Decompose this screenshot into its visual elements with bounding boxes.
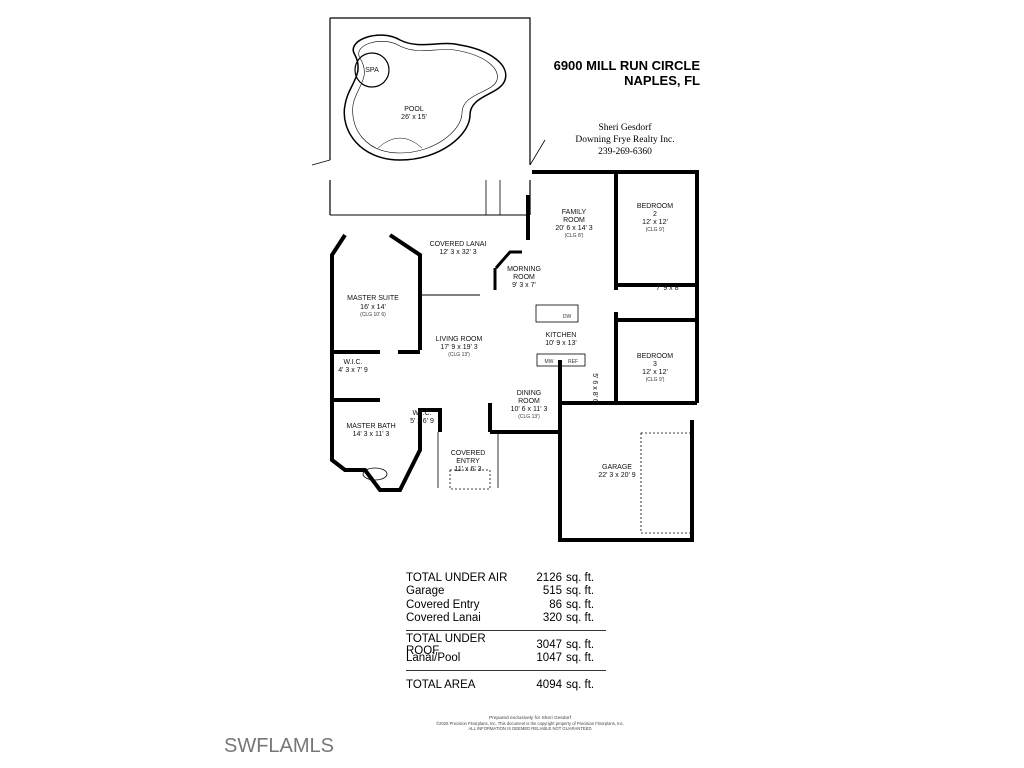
covered-entry-label: COVERED — [451, 450, 486, 457]
refrigerator-label: REF — [568, 359, 578, 365]
divider — [406, 630, 606, 631]
bedroom2-label: BEDROOM — [637, 203, 673, 210]
dining-room-size: 10' 6 x 11' 3 — [511, 406, 548, 413]
agent-name: Sheri Gesdorf — [598, 123, 652, 133]
covered-entry-size: 11' x 6' 3 — [454, 466, 481, 473]
area-unit: sq. ft. — [566, 585, 595, 598]
area-value: 1047 — [536, 652, 562, 665]
area-label: TOTAL UNDER AIR — [406, 571, 508, 584]
wic1-size: 4' 3 x 7' 9 — [338, 367, 368, 374]
area-row: Lanai/Pool 1047 sq. ft. — [406, 652, 606, 666]
address-line-2: NAPLES, FL — [624, 73, 700, 88]
living-room-ceiling: (CLG 13') — [448, 352, 470, 358]
area-value: 3047 — [536, 638, 562, 651]
area-unit: sq. ft. — [566, 598, 595, 611]
bedroom3-label: BEDROOM — [637, 353, 673, 360]
room-labels: SPA POOL 26' x 15' COVERED LANAI 12' 3 x… — [338, 67, 680, 479]
morning-room-label-2: ROOM — [513, 274, 535, 281]
master-suite-label: MASTER SUITE — [347, 295, 399, 302]
area-row: Covered Entry 86 sq. ft. — [406, 598, 606, 612]
bedroom3-number: 3 — [653, 361, 657, 368]
wic2-size: 5' x 6' 9 — [410, 418, 434, 425]
property-address: 6900 MILL RUN CIRCLE NAPLES, FL — [540, 58, 700, 88]
area-row: Covered Lanai 320 sq. ft. — [406, 612, 606, 626]
covered-lanai-size: 12' 3 x 32' 3 — [439, 249, 476, 256]
area-label: Lanai/Pool — [406, 652, 461, 665]
area-value: 320 — [542, 612, 562, 625]
area-unit: sq. ft. — [566, 571, 595, 584]
area-label: Covered Entry — [406, 598, 480, 611]
agent-info: Sheri Gesdorf Downing Frye Realty Inc. 2… — [560, 122, 690, 158]
area-label: TOTAL AREA — [406, 678, 476, 691]
area-row: Garage 515 sq. ft. — [406, 585, 606, 599]
area-summary: TOTAL UNDER AIR 2126 sq. ft. Garage 515 sq. … — [406, 571, 606, 692]
bedroom3-size: 12' x 12' — [642, 369, 668, 376]
family-room-label: FAMILY — [562, 209, 587, 216]
dining-room-ceiling: (CLG 13') — [518, 414, 540, 420]
kitchen-label: KITCHEN — [546, 332, 577, 339]
area-value: 2126 — [536, 571, 562, 584]
living-room-label: LIVING ROOM — [436, 336, 483, 343]
area-row: TOTAL UNDER AIR 2126 sq. ft. — [406, 571, 606, 585]
copyright-notice: Prepared exclusively for Sheri Gesdorf ©… — [370, 716, 690, 731]
address-line-1: 6900 MILL RUN CIRCLE — [553, 58, 700, 73]
master-suite-ceiling: (CLG 10' 6) — [360, 312, 386, 318]
area-label: Garage — [406, 585, 445, 598]
laundry-size: 5' 6 x 8' 6 — [591, 373, 598, 403]
area-row: TOTAL AREA 4094 sq. ft. — [406, 678, 606, 692]
master-suite-size: 16' x 14' — [360, 304, 386, 311]
dishwasher-label: DW — [563, 314, 572, 320]
area-row: TOTAL UNDER ROOF 3047 sq. ft. — [406, 633, 606, 657]
bath2-size: 7' 9 x 8' — [656, 285, 680, 292]
pool-enclosure — [311, 17, 546, 216]
bedroom2-ceiling: (CLG 9') — [646, 227, 665, 233]
covered-lanai-label: COVERED LANAI — [430, 241, 487, 248]
copyright-text: ©2025 Precision Floorplans, Inc. This do… — [436, 721, 624, 726]
spa-label: SPA — [365, 67, 379, 74]
area-label: Covered Lanai — [406, 612, 481, 625]
family-room-ceiling: (CLG 8') — [565, 233, 584, 239]
mls-watermark: SWFLAMLS — [224, 735, 335, 757]
bedroom3-ceiling: (CLG 9') — [646, 377, 665, 383]
family-room-size: 20' 6 x 14' 3 — [555, 225, 592, 232]
morning-room-size: 9' 3 x 7' — [512, 282, 536, 289]
morning-room-label: MORNING — [507, 266, 541, 273]
area-label: TOTAL UNDER ROOF — [406, 632, 486, 657]
prepared-for: Prepared exclusively for Sheri Gesdorf — [488, 716, 572, 721]
pool-size: 26' x 15' — [401, 114, 427, 121]
walls — [330, 170, 699, 542]
dining-room-label-2: ROOM — [518, 398, 540, 405]
garage-size: 22' 3 x 20' 9 — [598, 472, 635, 479]
wic2-label: W.I.C. — [412, 410, 431, 417]
fixtures — [362, 180, 693, 534]
agent-company: Downing Frye Realty Inc. — [575, 135, 675, 145]
family-room-label-2: ROOM — [563, 217, 585, 224]
area-unit: sq. ft. — [566, 638, 595, 651]
master-bath-label: MASTER BATH — [346, 423, 395, 430]
master-bath-size: 14' 3 x 11' 3 — [353, 431, 390, 438]
bedroom2-number: 2 — [653, 211, 657, 218]
divider — [406, 670, 606, 671]
pool — [343, 34, 507, 161]
living-room-size: 17' 9 x 19' 3 — [440, 344, 477, 351]
covered-entry-label-2: ENTRY — [456, 458, 480, 465]
area-value: 4094 — [536, 678, 562, 691]
bedroom2-size: 12' x 12' — [642, 219, 668, 226]
floor-plan: SPA POOL 26' x 15' COVERED LANAI 12' 3 x… — [311, 17, 699, 542]
disclaimer-text: ALL INFORMATION IS DEEMED RELIABLE NOT G… — [468, 726, 592, 731]
agent-phone: 239-269-6360 — [598, 147, 652, 157]
garage-label: GARAGE — [602, 464, 632, 471]
microwave-label: MW — [545, 359, 554, 365]
area-unit: sq. ft. — [566, 678, 595, 691]
area-value: 86 — [549, 598, 562, 611]
area-unit: sq. ft. — [566, 652, 595, 665]
area-value: 515 — [542, 585, 562, 598]
wic1-label: W.I.C. — [343, 359, 362, 366]
kitchen-size: 10' 9 x 13' — [545, 340, 576, 347]
pool-label: POOL — [404, 106, 424, 113]
dining-room-label: DINING — [517, 390, 542, 397]
area-unit: sq. ft. — [566, 612, 595, 625]
